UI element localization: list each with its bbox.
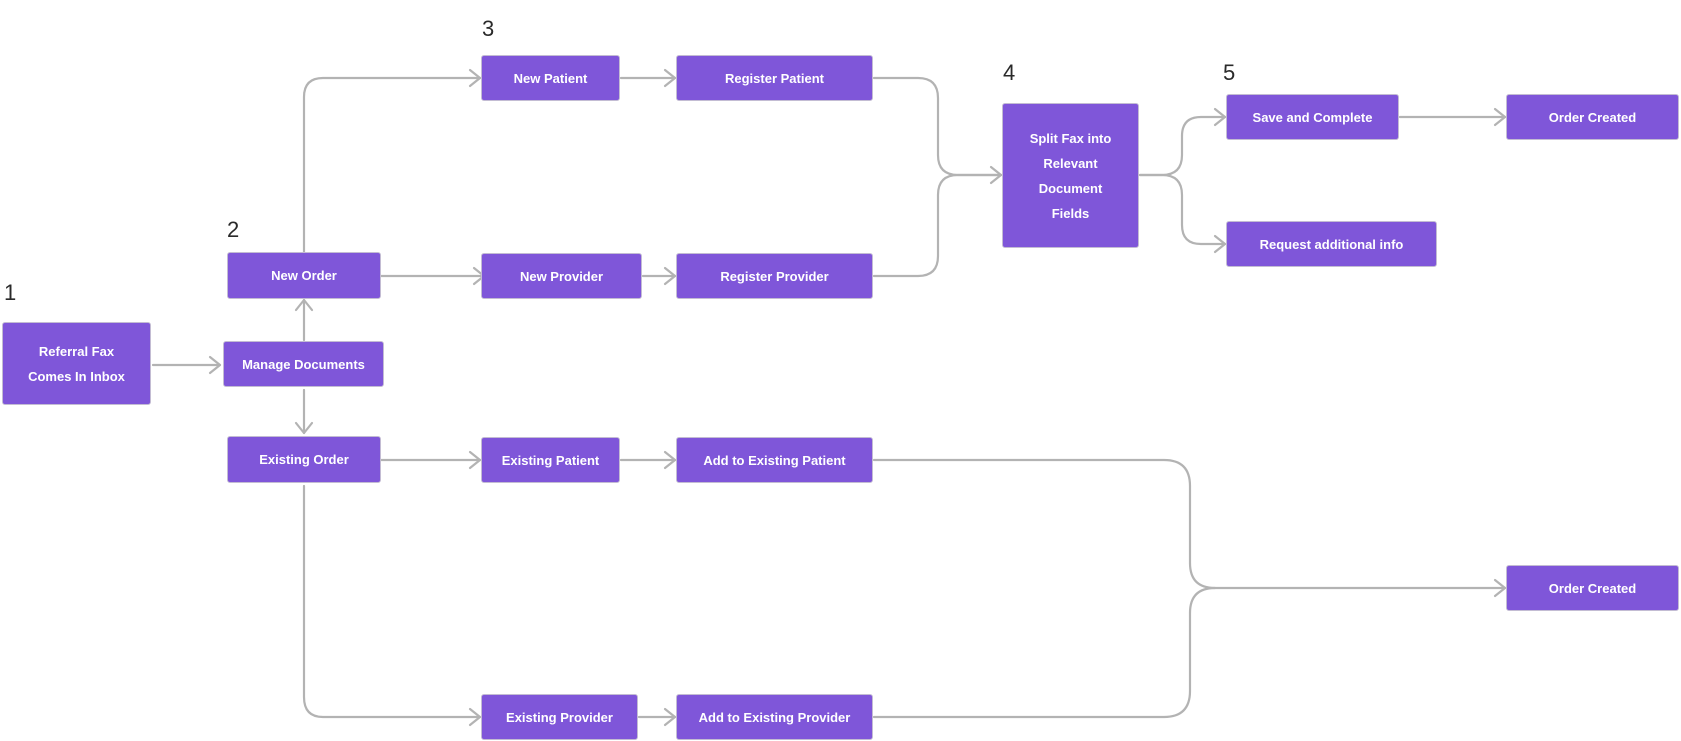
edge-add-provider-to-order-created — [872, 586, 1217, 719]
step-number-3: 3 — [482, 16, 495, 41]
node-register-patient: Register Patient — [676, 55, 873, 101]
arrowhead — [1493, 578, 1507, 598]
node-label: Register Provider — [720, 268, 829, 284]
node-label: New Order — [271, 268, 337, 283]
node-manage-documents: Manage Documents — [223, 341, 384, 387]
edge-split-to-request — [1138, 173, 1227, 246]
node-request-additional-info: Request additional info — [1226, 221, 1437, 267]
node-new-patient: New Patient — [481, 55, 620, 101]
arrowhead — [468, 68, 482, 88]
node-label: New Provider — [519, 268, 604, 284]
step-number-2: 2 — [227, 217, 240, 242]
node-label: Order Created — [1548, 109, 1637, 125]
node-label: Manage Documents — [242, 356, 365, 372]
arrowhead — [989, 165, 1003, 185]
node-label: Existing Provider — [506, 709, 613, 725]
node-split-fax: Split Fax into Relevant Document Fields — [1002, 103, 1139, 248]
edge-register-provider-to-split — [872, 173, 1003, 278]
arrowhead — [663, 266, 677, 286]
arrowhead — [468, 450, 482, 470]
node-label: Split Fax into Relevant Document Fields — [1029, 130, 1112, 221]
arrowhead — [663, 707, 677, 727]
arrowhead — [208, 355, 222, 375]
arrowhead — [294, 298, 314, 312]
node-register-provider: Register Provider — [676, 253, 873, 299]
node-add-to-existing-patient: Add to Existing Patient — [676, 437, 873, 483]
edge-new-order-to-new-patient — [302, 76, 482, 254]
node-save-and-complete: Save and Complete — [1226, 94, 1399, 140]
node-label: Register Patient — [725, 70, 824, 86]
arrowhead — [663, 68, 677, 88]
node-label: Add to Existing Provider — [698, 709, 851, 725]
step-number-4: 4 — [1003, 60, 1016, 85]
arrowhead — [663, 450, 677, 470]
node-add-to-existing-provider: Add to Existing Provider — [676, 694, 873, 740]
arrowhead — [1213, 107, 1227, 127]
node-existing-order: Existing Order — [227, 436, 381, 483]
node-label: Order Created — [1548, 580, 1637, 596]
node-label: Add to Existing Patient — [703, 452, 846, 468]
arrowhead — [294, 421, 314, 435]
step-number-5: 5 — [1223, 60, 1236, 85]
node-new-provider: New Provider — [481, 253, 642, 299]
node-order-created-top: Order Created — [1506, 94, 1679, 140]
arrowhead — [468, 707, 482, 727]
arrowhead — [1213, 234, 1227, 254]
node-existing-patient: Existing Patient — [481, 437, 620, 483]
edge-add-patient-to-order-created — [872, 458, 1507, 590]
node-referral-fax: Referral Fax Comes In Inbox — [2, 322, 151, 405]
edge-existing-order-to-existing-provider — [302, 484, 482, 719]
edge-register-patient-to-split — [872, 76, 1003, 177]
node-label: Existing Order — [259, 452, 349, 467]
node-label: Existing Patient — [501, 452, 600, 468]
node-existing-provider: Existing Provider — [481, 694, 638, 740]
node-order-created-bottom: Order Created — [1506, 565, 1679, 611]
node-label: Save and Complete — [1252, 109, 1373, 125]
node-label: Request additional info — [1259, 236, 1404, 252]
node-label: New Patient — [513, 70, 588, 86]
node-new-order: New Order — [227, 252, 381, 299]
step-number-1: 1 — [4, 280, 17, 305]
edge-split-to-save — [1138, 115, 1227, 177]
arrowhead — [1493, 107, 1507, 127]
node-label: Referral Fax Comes In Inbox — [28, 343, 125, 384]
